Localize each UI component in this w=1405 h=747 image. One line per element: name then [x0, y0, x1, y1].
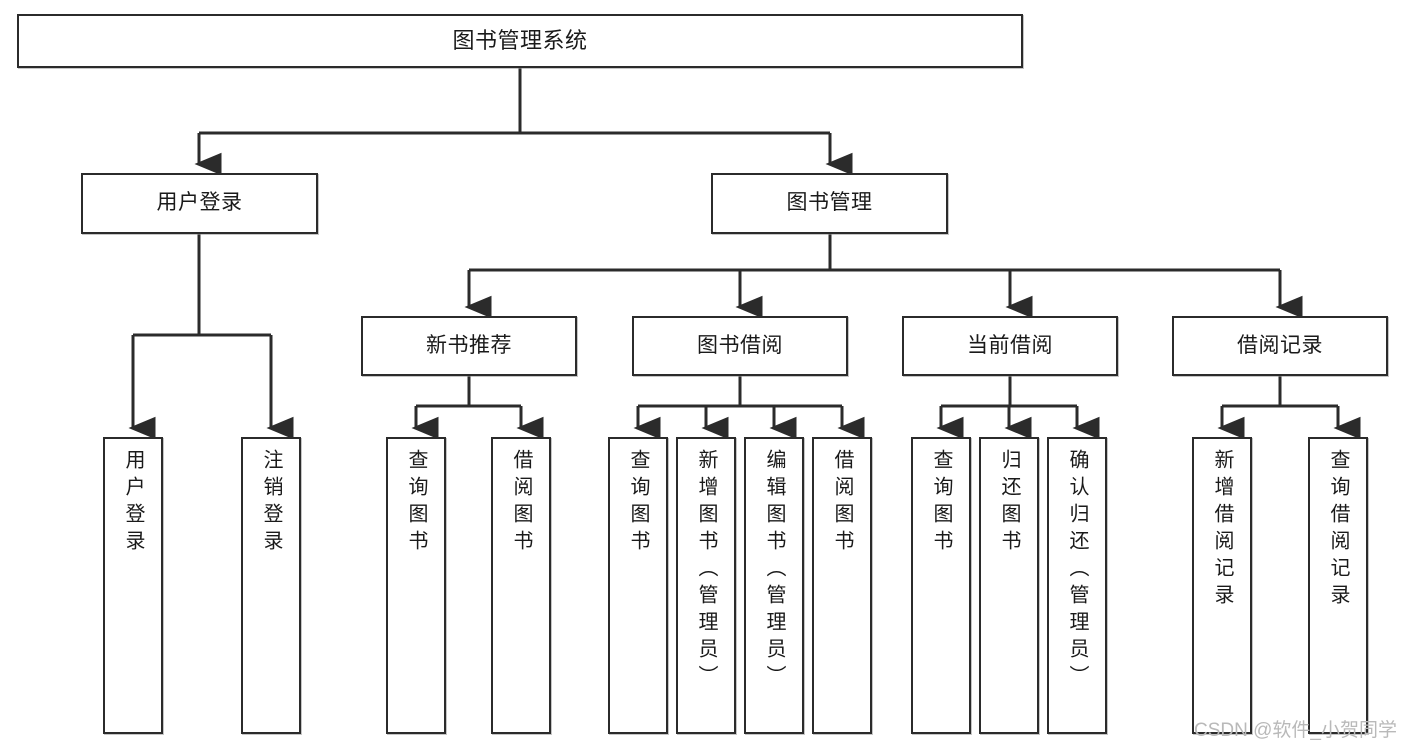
node-label: 新增图书（管理员）	[695, 449, 717, 692]
node-label: 编辑图书（管理员）	[763, 449, 785, 692]
node-label: 图书管理系统	[452, 28, 588, 54]
node-label: 查询图书	[405, 449, 427, 557]
node-label: 借阅记录	[1237, 333, 1323, 357]
leaf-record-query-borrow-record[interactable]: 查询借阅记录	[1308, 437, 1368, 734]
leaf-user-login[interactable]: 用户登录	[103, 437, 163, 734]
node-label: 新书推荐	[426, 333, 512, 357]
node-label: 当前借阅	[967, 333, 1053, 357]
leaf-record-add-borrow-record[interactable]: 新增借阅记录	[1192, 437, 1252, 734]
leaf-new-book-borrow-books[interactable]: 借阅图书	[491, 437, 551, 734]
node-new-book-recommend[interactable]: 新书推荐	[361, 316, 577, 376]
node-label: 借阅图书	[831, 449, 853, 557]
leaf-borrow-borrow-books[interactable]: 借阅图书	[812, 437, 872, 734]
leaf-current-confirm-return-admin[interactable]: 确认归还（管理员）	[1047, 437, 1107, 734]
leaf-borrow-add-book-admin[interactable]: 新增图书（管理员）	[676, 437, 736, 734]
node-root-system[interactable]: 图书管理系统	[17, 14, 1023, 68]
node-label: 确认归还（管理员）	[1066, 449, 1088, 692]
leaf-current-return-books[interactable]: 归还图书	[979, 437, 1039, 734]
node-current-borrow[interactable]: 当前借阅	[902, 316, 1118, 376]
node-label: 注销登录	[260, 449, 282, 557]
node-book-management[interactable]: 图书管理	[711, 173, 948, 234]
leaf-current-query-books[interactable]: 查询图书	[911, 437, 971, 734]
node-user-login[interactable]: 用户登录	[81, 173, 318, 234]
leaf-borrow-edit-book-admin[interactable]: 编辑图书（管理员）	[744, 437, 804, 734]
node-label: 新增借阅记录	[1211, 449, 1233, 611]
node-book-borrow[interactable]: 图书借阅	[632, 316, 848, 376]
leaf-new-book-query-books[interactable]: 查询图书	[386, 437, 446, 734]
node-label: 查询借阅记录	[1327, 449, 1349, 611]
node-label: 图书借阅	[697, 333, 783, 357]
node-label: 借阅图书	[510, 449, 532, 557]
node-label: 归还图书	[998, 449, 1020, 557]
node-label: 用户登录	[122, 449, 144, 557]
node-label: 用户登录	[156, 191, 243, 215]
node-label: 图书管理	[786, 191, 873, 215]
node-label: 查询图书	[627, 449, 649, 557]
leaf-borrow-query-books[interactable]: 查询图书	[608, 437, 668, 734]
leaf-logout[interactable]: 注销登录	[241, 437, 301, 734]
node-borrow-record[interactable]: 借阅记录	[1172, 316, 1388, 376]
node-label: 查询图书	[930, 449, 952, 557]
